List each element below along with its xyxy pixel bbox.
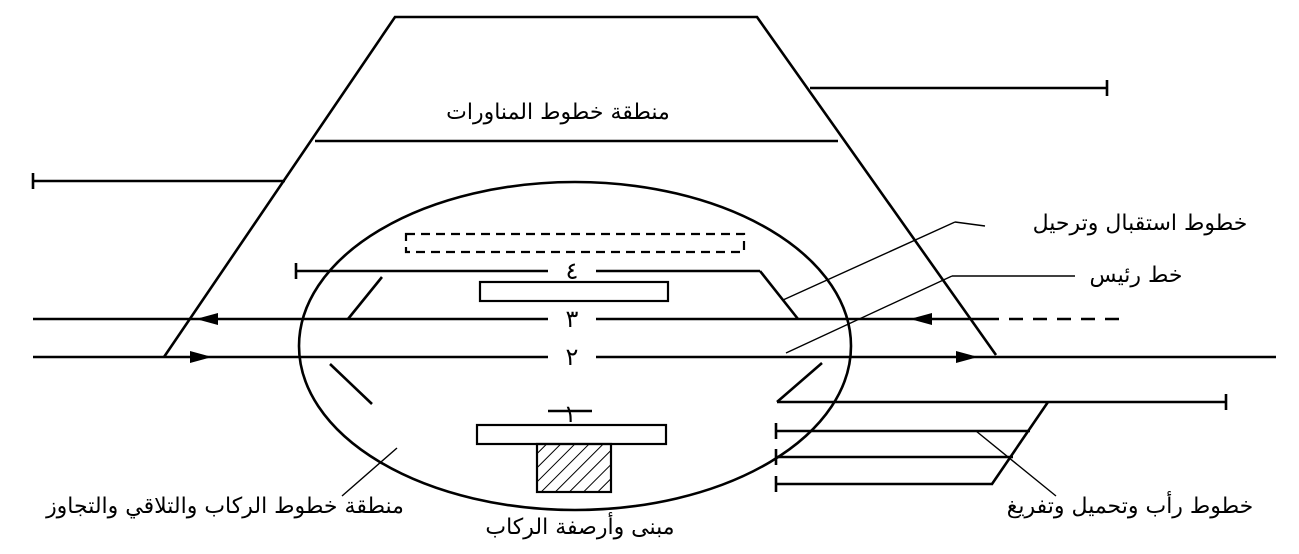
loading-siding-lines — [774, 362, 1228, 492]
label-passenger-area: منطقة خطوط الركاب والتلاقي والتجاوز — [45, 494, 404, 519]
arrow-west-right — [910, 313, 932, 325]
passenger-area-ellipse — [297, 180, 853, 512]
track-number-3: ٣ — [566, 305, 579, 333]
label-shunting-area: منطقة خطوط المناورات — [446, 100, 670, 125]
track-number-2: ٢ — [566, 343, 579, 371]
label-loading-lines: خطوط رأب وتحميل وتفريغ — [1007, 491, 1254, 519]
label-receiving-departure: خطوط استقبال وترحيل — [1033, 211, 1248, 236]
leader-main-line — [785, 275, 953, 354]
platform-track-3 — [478, 280, 670, 303]
arrow-east-right — [956, 351, 978, 363]
track-number-4: ٤ — [566, 257, 579, 285]
label-station-building: مبنى وأرصفة الركاب — [485, 512, 674, 540]
label-main-line: خط رئيس — [1090, 263, 1183, 288]
shunting-yard-outline — [31, 15, 1109, 358]
crossover-left — [329, 363, 373, 405]
future-platform-dashed — [404, 232, 746, 254]
leader-passenger-area — [341, 447, 398, 497]
track-number-1: ١ — [564, 400, 577, 428]
arrow-west-left — [196, 313, 218, 325]
track-2 — [33, 351, 1276, 363]
arrow-east-left — [190, 351, 212, 363]
station-building — [535, 442, 613, 494]
leader-loading-lines — [975, 430, 1057, 497]
leader-receiving-lines — [782, 221, 956, 301]
track-4 — [294, 263, 800, 320]
track-3 — [33, 313, 1127, 325]
